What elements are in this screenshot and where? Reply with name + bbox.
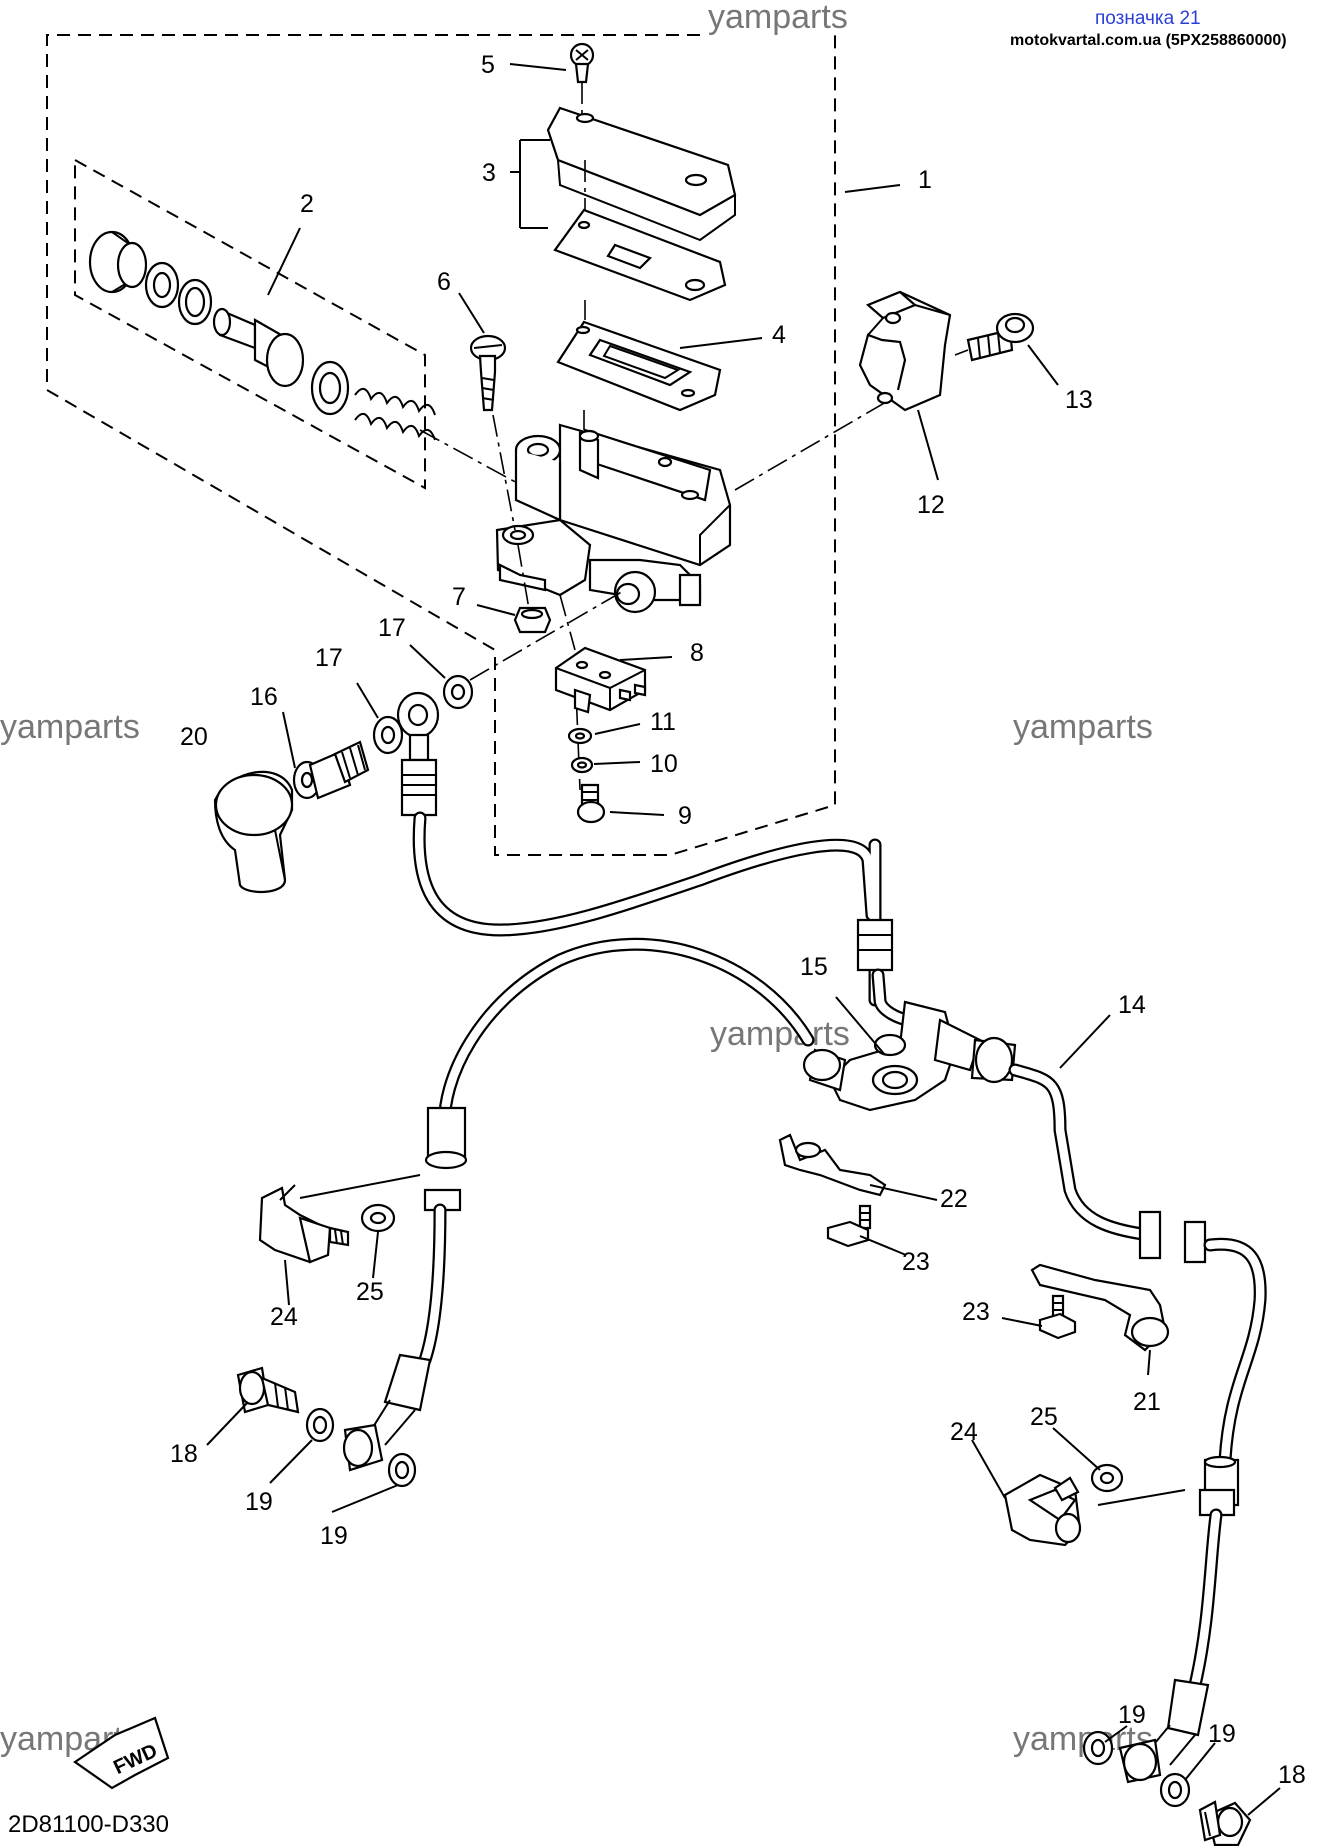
washer-19-b: [387, 1452, 417, 1488]
callout-25-a: 25: [356, 1278, 384, 1306]
clamp-22: [778, 1133, 887, 1197]
bolt-23-a: [826, 1204, 872, 1248]
callout-25-b: 25: [1030, 1403, 1058, 1431]
callout-15: 15: [800, 953, 828, 981]
callout-numbers: 5 3 1 2 6 4 13 12 7 17 17 8 16 11 20 10 …: [170, 51, 1306, 1789]
bolt-13: [966, 312, 1035, 362]
callout-22: 22: [940, 1185, 968, 1213]
bolt-23-b: [1038, 1294, 1077, 1340]
callout-16: 16: [250, 683, 278, 711]
callout-24-a: 24: [270, 1303, 298, 1331]
callout-7: 7: [452, 583, 466, 611]
watermark-left: yamparts: [0, 708, 140, 746]
master-cylinder-body: [495, 423, 732, 614]
bracket-21: [1030, 1263, 1170, 1352]
assembly-2-boundary: [74, 158, 426, 490]
callout-14: 14: [1118, 991, 1146, 1019]
callout-18-b: 18: [1278, 1761, 1306, 1789]
hose-joint-15: [802, 1000, 982, 1112]
callout-19-d: 19: [1208, 1720, 1236, 1748]
callout-19-c: 19: [1118, 1701, 1146, 1729]
callout-10: 10: [650, 750, 678, 778]
callout-6: 6: [437, 268, 451, 296]
callout-18-a: 18: [170, 1440, 198, 1468]
right-brake-hose-14: [970, 1036, 1267, 1784]
washer-17-b: [442, 674, 474, 710]
washer-19-a: [305, 1407, 335, 1443]
screw-9: [576, 783, 606, 824]
callout-23-b: 23: [962, 1298, 990, 1326]
callout-3: 3: [482, 159, 496, 187]
assembly-1-boundary: [46, 34, 836, 856]
callout-24-b: 24: [950, 1418, 978, 1446]
callout-17-b: 17: [315, 644, 343, 672]
clamp-24-a: [258, 1184, 350, 1264]
union-bolt-18-a: [236, 1366, 300, 1414]
washer-19-c: [1082, 1730, 1114, 1766]
screw-6: [469, 334, 507, 412]
nut-25-b: [1090, 1463, 1124, 1493]
washer-10: [570, 756, 594, 774]
leader-lines: [206, 63, 1281, 1816]
callout-11: 11: [650, 708, 676, 736]
header-source: motokvartal.com.ua (5PX258860000): [1010, 32, 1287, 49]
banjo-bolt-16: [292, 740, 370, 800]
nut-7: [513, 606, 552, 634]
holder-12: [858, 290, 952, 412]
fwd-arrow-icon: FWD: [73, 1716, 170, 1790]
callout-9: 9: [678, 802, 692, 830]
callout-23-a: 23: [902, 1248, 930, 1276]
callout-8: 8: [690, 639, 704, 667]
piston-kit: [88, 230, 436, 441]
callout-21: 21: [1133, 1388, 1161, 1416]
watermark-right: yamparts: [1013, 708, 1153, 746]
callout-1: 1: [918, 166, 932, 194]
header-title: позначка 21: [1095, 8, 1201, 29]
upper-brake-hose: [396, 691, 917, 1027]
callout-12: 12: [917, 491, 945, 519]
union-bolt-18-b: [1198, 1800, 1252, 1846]
callout-4: 4: [772, 321, 786, 349]
watermark-center: yamparts: [710, 1015, 850, 1053]
callout-2: 2: [300, 190, 314, 218]
cap-20: [213, 770, 294, 894]
washer-17-a: [372, 715, 404, 755]
callout-5: 5: [481, 51, 495, 79]
clamp-24-b: [1003, 1473, 1082, 1547]
callout-19-a: 19: [245, 1488, 273, 1516]
left-brake-hose: [342, 937, 815, 1472]
diagram-code: 2D81100-D330: [8, 1811, 169, 1838]
callout-19-b: 19: [320, 1522, 348, 1550]
callout-17-a: 17: [378, 614, 406, 642]
nut-25-a: [360, 1203, 396, 1233]
brake-switch-8: [554, 646, 647, 714]
washer-11: [567, 727, 593, 745]
callout-13: 13: [1065, 386, 1093, 414]
reservoir-cap-stack: [546, 42, 737, 430]
washer-19-d: [1159, 1772, 1191, 1808]
callout-20: 20: [180, 723, 208, 751]
watermark-top: yamparts: [708, 0, 848, 36]
